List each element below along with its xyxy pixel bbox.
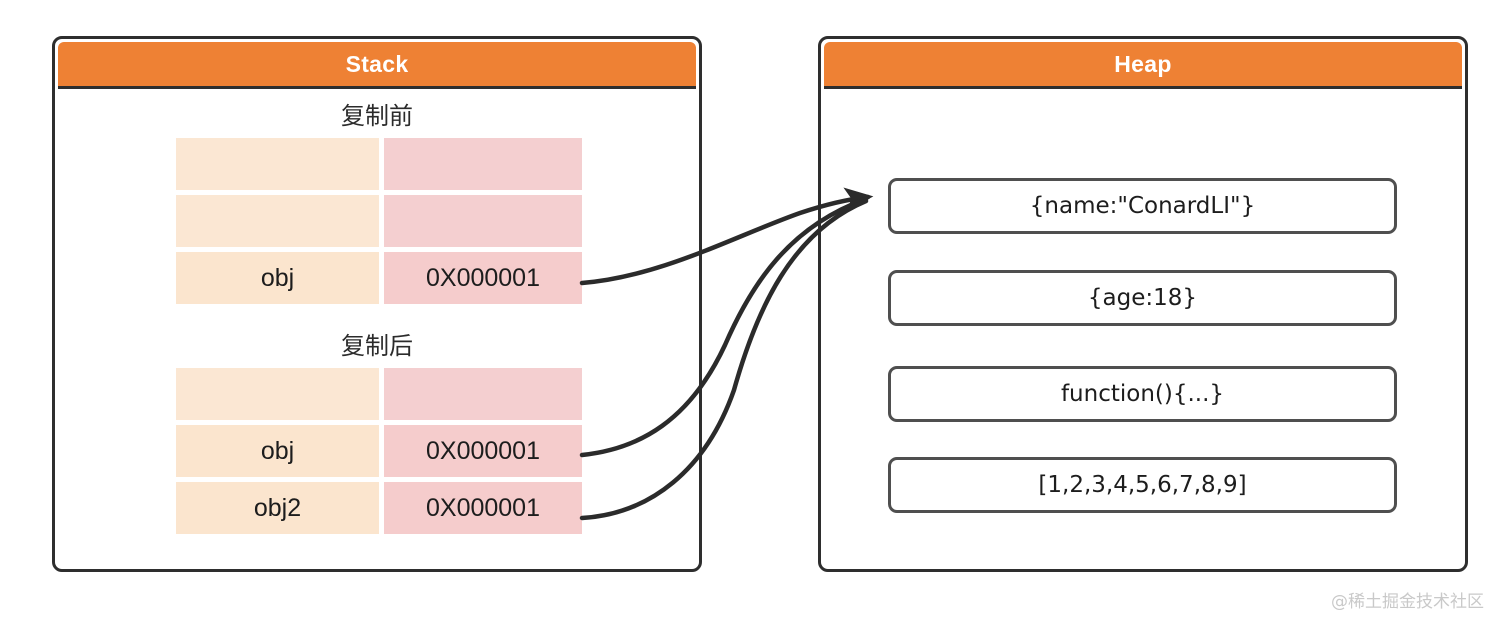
stack-cell-address bbox=[384, 138, 582, 190]
table-row: obj 0X000001 bbox=[176, 425, 582, 477]
stack-section-caption-after: 复制后 bbox=[341, 332, 413, 360]
heap-object-box: {name:"ConardLI"} bbox=[888, 178, 1397, 234]
stack-section-caption-before: 复制前 bbox=[341, 102, 413, 130]
table-row: obj2 0X000001 bbox=[176, 482, 582, 534]
stack-cell-name bbox=[176, 195, 379, 247]
stack-cell-name: obj bbox=[176, 425, 379, 477]
table-row bbox=[176, 195, 582, 247]
stack-cell-address bbox=[384, 195, 582, 247]
heap-object-box: [1,2,3,4,5,6,7,8,9] bbox=[888, 457, 1397, 513]
stack-cell-name: obj2 bbox=[176, 482, 379, 534]
stack-cell-address: 0X000001 bbox=[384, 252, 582, 304]
stack-cell-address: 0X000001 bbox=[384, 482, 582, 534]
watermark: @稀土掘金技术社区 bbox=[1331, 592, 1484, 612]
table-row: obj 0X000001 bbox=[176, 252, 582, 304]
stack-cell-address bbox=[384, 368, 582, 420]
heap-object-box: {age:18} bbox=[888, 270, 1397, 326]
table-row bbox=[176, 368, 582, 420]
heap-panel-header: Heap bbox=[824, 42, 1462, 89]
stack-cell-name bbox=[176, 368, 379, 420]
stack-cell-name: obj bbox=[176, 252, 379, 304]
table-row bbox=[176, 138, 582, 190]
stack-cell-name bbox=[176, 138, 379, 190]
stack-panel-header: Stack bbox=[58, 42, 696, 89]
stack-table-before: obj 0X000001 bbox=[176, 138, 582, 304]
heap-object-box: function(){...} bbox=[888, 366, 1397, 422]
stack-cell-address: 0X000001 bbox=[384, 425, 582, 477]
stack-table-after: obj 0X000001 obj2 0X000001 bbox=[176, 368, 582, 534]
